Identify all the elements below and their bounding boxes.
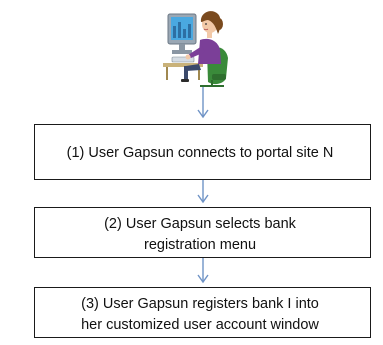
step-2-line-2: registration menu <box>144 237 256 253</box>
step-2-box: (2) User Gapsun selects bank registratio… <box>34 207 371 258</box>
step-3-line-1: (3) User Gapsun registers bank I into <box>81 296 319 312</box>
step-1-line-1: (1) User Gapsun connects to portal site … <box>67 145 334 161</box>
arrow-1 <box>197 87 209 119</box>
step-3-line-2: her customized user account window <box>81 317 319 333</box>
step-2-line-1: (2) User Gapsun selects bank <box>104 216 297 232</box>
arrow-3 <box>197 258 209 284</box>
step-1-box: (1) User Gapsun connects to portal site … <box>34 124 371 180</box>
step-3-box: (3) User Gapsun registers bank I into he… <box>34 287 371 338</box>
user-at-computer-icon <box>163 11 228 87</box>
arrow-2 <box>197 180 209 204</box>
